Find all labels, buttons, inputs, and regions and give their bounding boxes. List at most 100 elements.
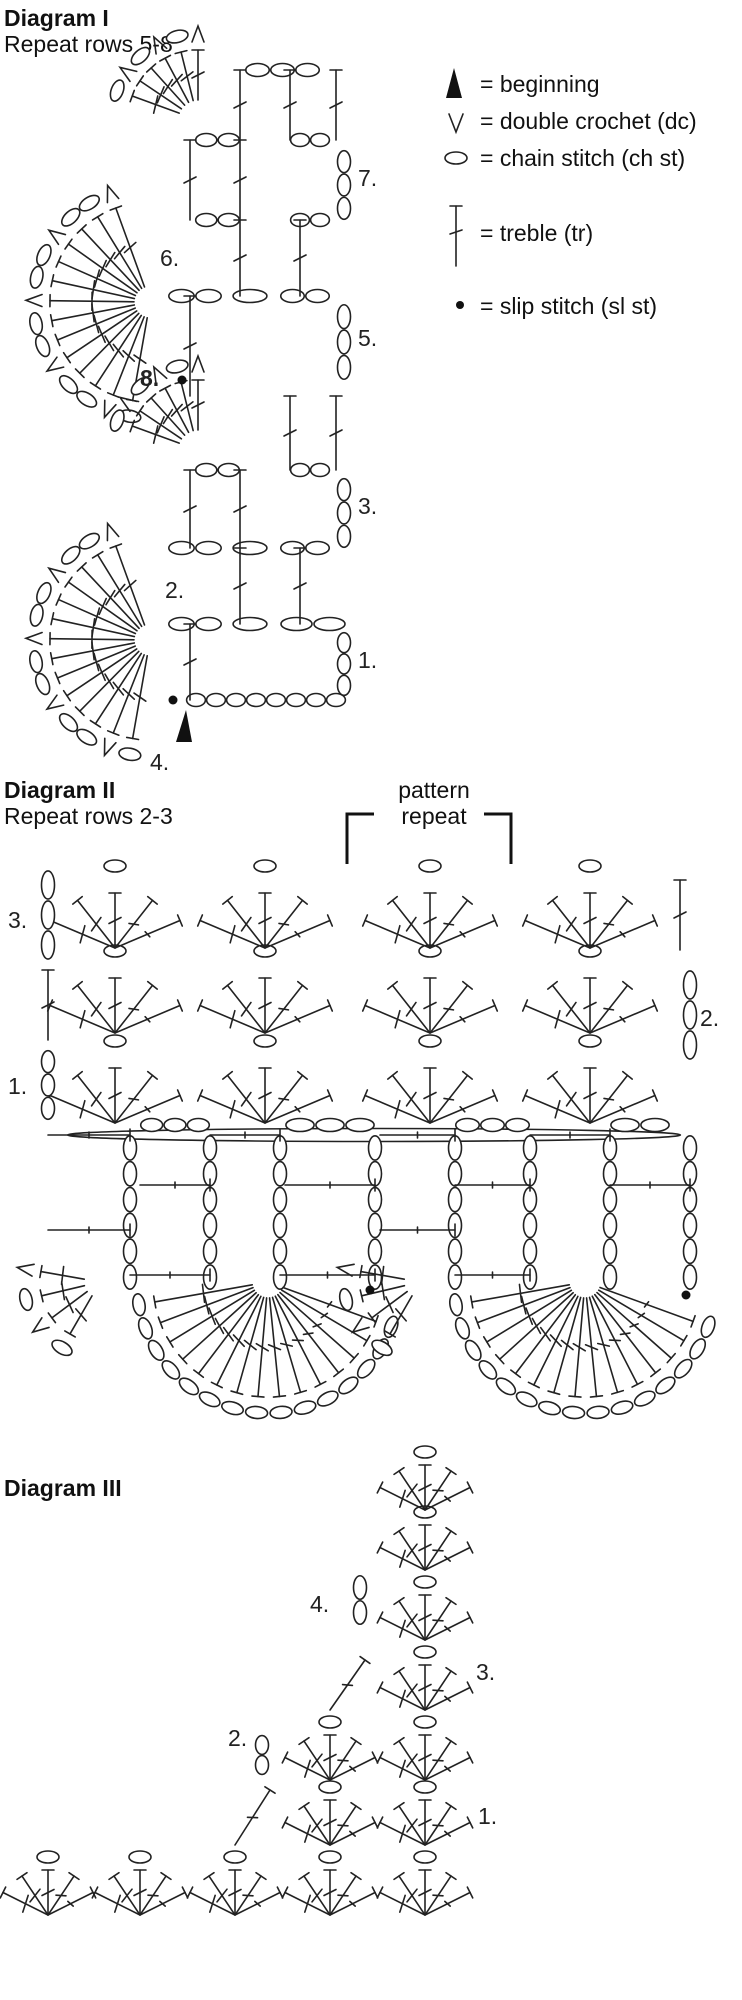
chain-stitch: [76, 390, 98, 408]
treble-top: [350, 1736, 362, 1746]
double-crochet: [15, 1263, 35, 1277]
diagram-3-row-2-label: 2.: [228, 1725, 247, 1751]
double-crochet: [23, 293, 43, 308]
pattern-repeat-bracket: [345, 812, 513, 864]
diagram-3-row-4-label: 4.: [310, 1591, 329, 1617]
treble-bar: [105, 251, 116, 268]
treble-top: [176, 914, 184, 927]
treble-bar: [637, 1312, 646, 1319]
chain-stitch: [58, 712, 79, 733]
treble-bar: [583, 916, 597, 925]
treble-top: [491, 1089, 499, 1102]
treble-top: [461, 895, 474, 905]
chain-stitch: [109, 79, 125, 102]
treble-bar: [113, 583, 126, 598]
chain-stitch: [223, 1850, 247, 1864]
treble-top: [0, 1886, 7, 1899]
treble-top: [146, 895, 159, 905]
treble-bar: [418, 1683, 432, 1692]
treble-bar: [560, 1339, 574, 1351]
chain-stitch: [225, 692, 247, 708]
treble-top: [631, 1380, 644, 1388]
treble-bar: [539, 1326, 552, 1342]
treble-top: [359, 1264, 363, 1279]
chain-stitch: [413, 1715, 437, 1729]
treble-bar: [549, 1334, 563, 1348]
treble-bar: [254, 1900, 261, 1907]
chain-stitch: [309, 132, 331, 148]
treble-top: [621, 1070, 634, 1080]
treble-top: [174, 49, 188, 55]
chain-stitch: [58, 374, 79, 395]
treble-bar: [399, 1894, 406, 1913]
treble-top: [371, 1886, 379, 1899]
treble-top: [298, 1736, 310, 1746]
treble-top: [159, 54, 172, 62]
treble-bar: [584, 1343, 599, 1351]
treble-top: [196, 999, 204, 1012]
chain-stitch: [602, 1186, 618, 1213]
treble-top: [546, 980, 559, 990]
treble-bar: [229, 924, 236, 944]
chain-stitch: [194, 462, 218, 478]
treble-top: [359, 1289, 364, 1303]
diagram-3-title: Diagram III: [4, 1475, 122, 1501]
diagram-3-row-1-label: 1.: [478, 1803, 497, 1829]
treble-bar: [349, 1900, 356, 1907]
double-crochet: [106, 521, 120, 542]
chain-stitch: [272, 1160, 288, 1187]
treble-top: [445, 1736, 457, 1746]
treble-top: [221, 895, 234, 905]
chain-stitch: [454, 1117, 481, 1133]
treble-bar: [337, 1759, 349, 1762]
treble-bar: [311, 1753, 323, 1768]
treble-bar: [121, 1888, 133, 1903]
chain-stitch: [336, 653, 352, 675]
treble-top: [196, 914, 204, 927]
treble-top: [146, 980, 159, 990]
chain-stitch: [336, 477, 352, 502]
chain-stitch: [289, 132, 311, 148]
treble-bar: [349, 1765, 356, 1772]
chain-stitch: [165, 359, 189, 374]
treble-top: [186, 1886, 194, 1899]
legend-slst: = slip stitch (sl st): [480, 293, 657, 319]
double-crochet: [350, 1316, 370, 1334]
chain-stitch: [221, 1400, 245, 1416]
treble-bar: [406, 1683, 418, 1698]
treble-bar: [565, 916, 577, 932]
treble-top: [109, 543, 123, 549]
chain-stitch: [578, 1034, 602, 1048]
treble-top: [251, 1395, 265, 1398]
chain-stitch: [60, 545, 81, 565]
treble-bar: [399, 1689, 406, 1708]
treble-top: [376, 1681, 384, 1694]
treble-top: [47, 1312, 57, 1324]
treble-bar: [311, 1888, 323, 1903]
treble-top: [376, 1751, 384, 1764]
chain-stitch: [586, 1405, 610, 1420]
chain-stitch: [163, 1117, 187, 1133]
treble-bar: [208, 1307, 217, 1326]
treble-bar: [93, 652, 100, 672]
diagram-3-chart: [0, 1445, 474, 1916]
treble-bar: [323, 1888, 337, 1897]
treble-top: [89, 719, 102, 728]
treble-bar: [583, 1001, 597, 1010]
treble-top: [159, 384, 172, 392]
double-crochet: [45, 694, 65, 711]
treble-bar: [418, 1888, 432, 1897]
double-crochet: [335, 1263, 355, 1277]
treble-bar: [104, 673, 115, 690]
chain-stitch: [253, 859, 277, 873]
treble-top: [64, 238, 73, 250]
chain-stitch: [40, 900, 56, 930]
treble-bar: [405, 916, 417, 932]
treble-top: [296, 980, 309, 990]
chain-stitch: [272, 1212, 288, 1239]
treble-top: [326, 914, 334, 927]
diagram-1-row-6-label: 6.: [160, 245, 179, 271]
chain-stitch: [232, 288, 268, 304]
treble-bar: [79, 1009, 86, 1029]
diagram-2-row-3-label: 3.: [8, 907, 27, 933]
